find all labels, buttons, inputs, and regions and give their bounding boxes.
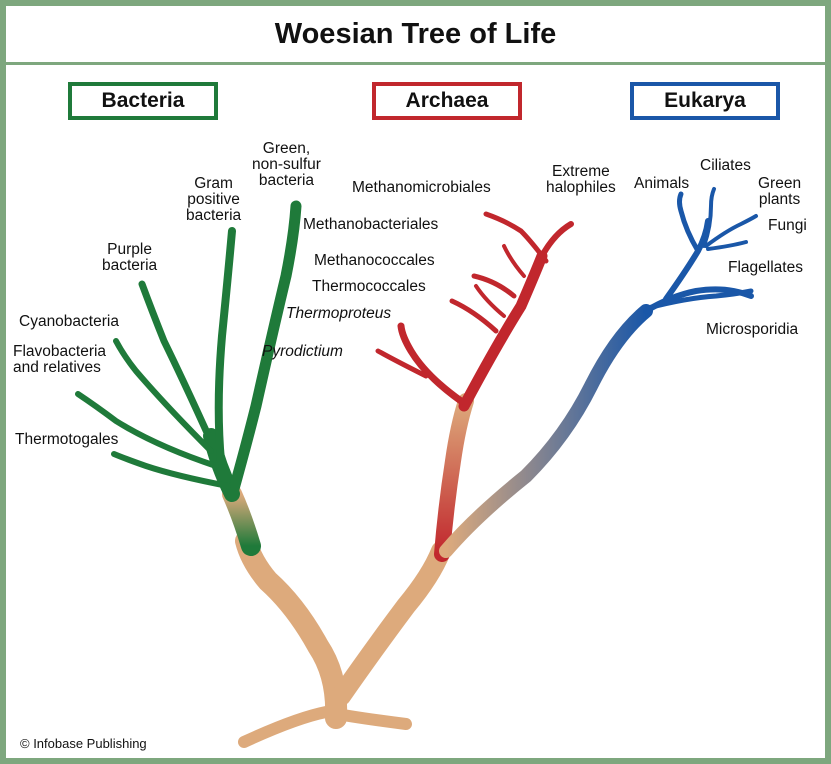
copyright-credit: © Infobase Publishing bbox=[20, 736, 147, 751]
label-cyanobacteria: Cyanobacteria bbox=[19, 314, 119, 330]
label-green-nonsulfur-bacteria: Green, non-sulfur bacteria bbox=[252, 141, 321, 189]
trunk bbox=[244, 541, 441, 742]
label-methanobacteriales: Methanobacteriales bbox=[303, 217, 438, 233]
label-flagellates: Flagellates bbox=[728, 260, 803, 276]
label-green-plants: Green plants bbox=[758, 176, 801, 208]
label-thermococcales: Thermococcales bbox=[312, 279, 426, 295]
label-fungi: Fungi bbox=[768, 218, 807, 234]
label-pyrodictium: Pyrodictium bbox=[262, 344, 343, 360]
eukarya-branches bbox=[446, 189, 756, 551]
label-animals: Animals bbox=[634, 176, 689, 192]
label-microsporidia: Microsporidia bbox=[706, 322, 798, 338]
label-purple-bacteria: Purple bacteria bbox=[102, 242, 157, 274]
tree-diagram bbox=[6, 6, 825, 758]
label-methanococcales: Methanococcales bbox=[314, 253, 435, 269]
label-thermotogales: Thermotogales bbox=[15, 432, 118, 448]
label-gram-positive-bacteria: Gram positive bacteria bbox=[186, 176, 241, 224]
label-methanomicrobiales: Methanomicrobiales bbox=[352, 180, 491, 196]
label-thermoproteus: Thermoproteus bbox=[286, 306, 391, 322]
label-extreme-halophiles: Extreme halophiles bbox=[546, 164, 616, 196]
label-ciliates: Ciliates bbox=[700, 158, 751, 174]
label-flavobacteria: Flavobacteria and relatives bbox=[13, 344, 106, 376]
